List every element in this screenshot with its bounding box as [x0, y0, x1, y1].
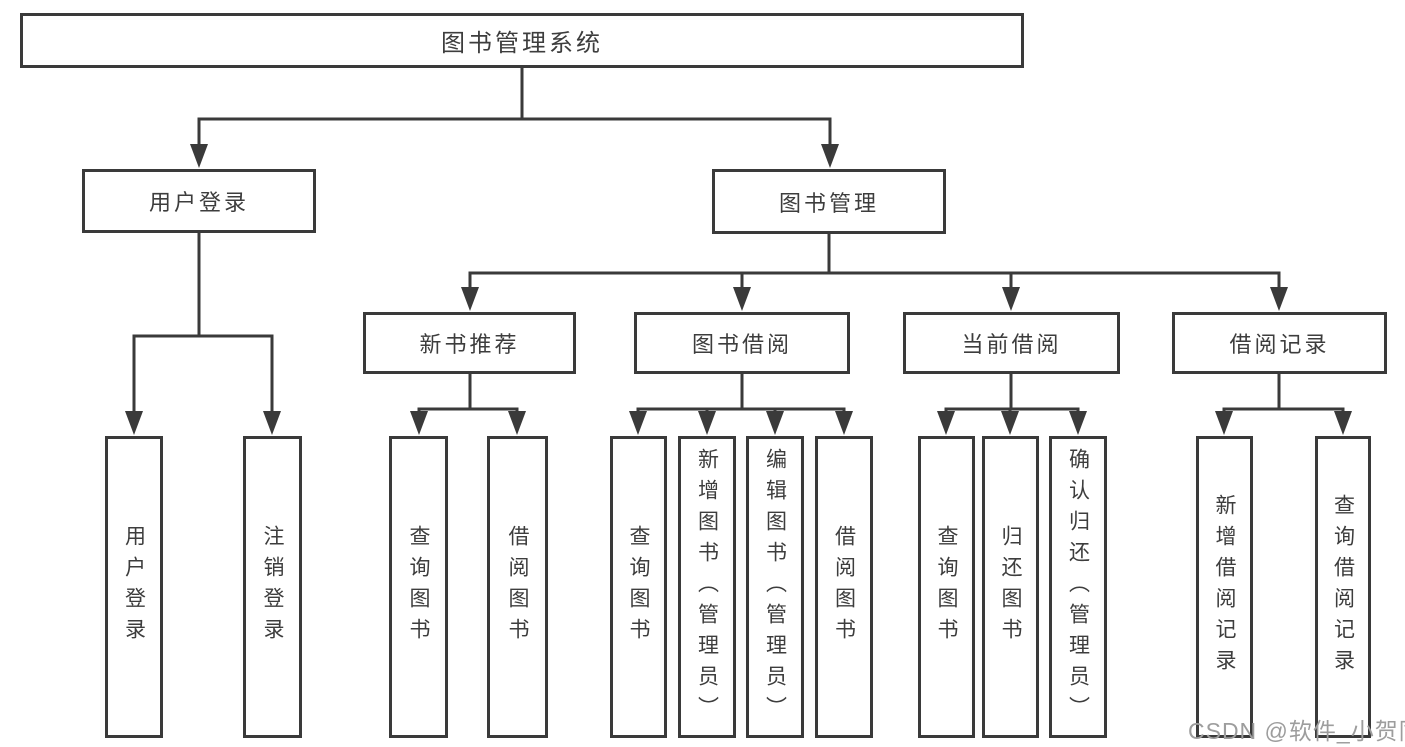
leaf-add-book-admin: 新增图书（管理员） — [678, 436, 736, 738]
leaf-add-borrow-record-label: 新增借阅记录 — [1213, 494, 1236, 680]
leaf-query-book-recommend: 查询图书 — [389, 436, 448, 738]
leaf-query-book-current-label: 查询图书 — [935, 525, 958, 649]
book-management-connectors — [461, 234, 1288, 311]
leaf-borrow-book-label: 借阅图书 — [832, 525, 856, 649]
leaf-query-book-current: 查询图书 — [918, 436, 975, 738]
leaf-confirm-return-admin-label: 确认归还（管理员） — [1066, 447, 1090, 727]
node-user-login: 用户登录 — [82, 169, 316, 233]
borrowing-records-connectors — [1215, 373, 1352, 435]
watermark: CSDN @软件_小贺同学 — [1188, 718, 1405, 744]
book-borrowing-connectors — [629, 373, 853, 435]
node-book-management: 图书管理 — [712, 169, 946, 234]
node-new-book-recommend-label: 新书推荐 — [419, 332, 520, 357]
leaf-borrow-book-recommend-label: 借阅图书 — [506, 525, 529, 649]
leaf-borrow-book: 借阅图书 — [815, 436, 873, 738]
leaf-query-borrow-record: 查询借阅记录 — [1315, 436, 1371, 738]
node-root-label: 图书管理系统 — [441, 30, 603, 57]
node-new-book-recommend: 新书推荐 — [363, 312, 576, 374]
leaf-add-book-admin-label: 新增图书（管理员） — [695, 447, 719, 727]
leaf-logout: 注销登录 — [243, 436, 302, 738]
node-book-borrowing-label: 图书借阅 — [691, 332, 792, 357]
leaf-add-borrow-record: 新增借阅记录 — [1196, 436, 1253, 738]
node-root: 图书管理系统 — [20, 13, 1024, 68]
node-current-borrowing: 当前借阅 — [903, 312, 1120, 374]
leaf-query-borrow-record-label: 查询借阅记录 — [1331, 494, 1355, 680]
node-borrowing-records: 借阅记录 — [1172, 312, 1387, 374]
leaf-edit-book-admin: 编辑图书（管理员） — [746, 436, 804, 738]
leaf-edit-book-admin-label: 编辑图书（管理员） — [763, 447, 787, 727]
leaf-user-login-label: 用户登录 — [122, 525, 146, 649]
node-book-borrowing: 图书借阅 — [634, 312, 850, 374]
leaf-user-login: 用户登录 — [105, 436, 163, 738]
node-book-management-label: 图书管理 — [778, 190, 879, 216]
node-user-login-label: 用户登录 — [148, 190, 249, 215]
node-current-borrowing-label: 当前借阅 — [961, 332, 1062, 357]
leaf-logout-label: 注销登录 — [261, 525, 284, 649]
leaf-query-book-recommend-label: 查询图书 — [407, 525, 430, 649]
user-login-connectors — [125, 232, 281, 435]
leaf-return-book-label: 归还图书 — [999, 525, 1022, 649]
new-book-recommend-connectors — [410, 373, 526, 435]
node-borrowing-records-label: 借阅记录 — [1229, 332, 1330, 357]
leaf-borrow-book-recommend: 借阅图书 — [487, 436, 548, 738]
root-connectors — [190, 68, 839, 168]
current-borrowing-connectors — [937, 373, 1087, 435]
leaf-query-book-borrowing: 查询图书 — [610, 436, 667, 738]
leaf-query-book-borrowing-label: 查询图书 — [627, 525, 650, 649]
leaf-return-book: 归还图书 — [982, 436, 1039, 738]
leaf-confirm-return-admin: 确认归还（管理员） — [1049, 436, 1107, 738]
